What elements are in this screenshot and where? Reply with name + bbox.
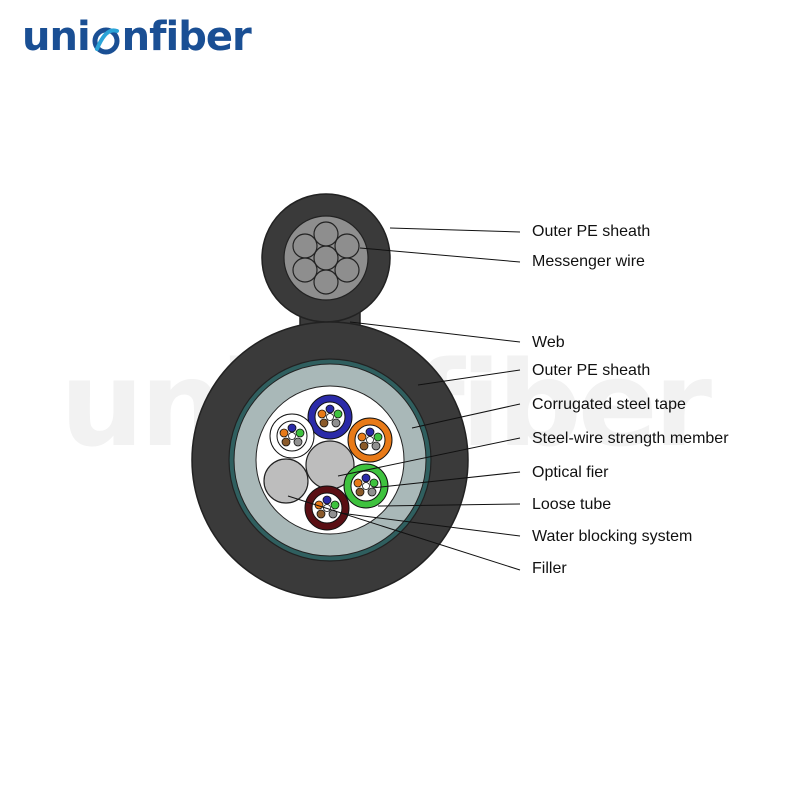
label-water-blocking-system: Water blocking system <box>532 528 693 545</box>
logo-text-start: uni <box>22 14 91 60</box>
logo-o-swirl-icon <box>91 17 121 57</box>
brand-logo: uni nfiber <box>22 8 252 66</box>
messenger-strands <box>292 221 360 295</box>
messenger-strand <box>313 221 339 247</box>
messenger-strand <box>334 257 360 283</box>
leader-steel-wire-strength-member <box>337 437 521 477</box>
leader-loose-tube <box>377 503 521 507</box>
label-outer-pe-sheath-top: Outer PE sheath <box>532 223 651 240</box>
loose-tube-blue <box>307 394 353 440</box>
loose-tube-orange <box>347 417 393 463</box>
leader-filler <box>287 495 521 571</box>
loose-tube-green <box>343 463 389 509</box>
leader-lines <box>287 227 521 571</box>
leader-corrugated-steel-tape <box>411 403 521 429</box>
label-web: Web <box>532 334 565 351</box>
main-cable-unit <box>191 321 469 599</box>
loose-tube-white <box>269 413 315 459</box>
label-filler: Filler <box>532 560 567 577</box>
label-loose-tube: Loose tube <box>532 496 612 513</box>
leader-outer-pe-sheath-top <box>389 227 521 233</box>
messenger-unit <box>261 193 391 346</box>
leader-water-blocking-system <box>339 512 521 537</box>
filler-rod <box>263 458 309 504</box>
messenger-strand <box>313 269 339 295</box>
leader-optical-fiber <box>371 471 521 489</box>
label-messenger-wire: Messenger wire <box>532 253 645 270</box>
label-steel-wire-strength-member: Steel-wire strength member <box>532 430 729 447</box>
messenger-strand <box>313 245 339 271</box>
leader-messenger-wire <box>359 247 521 263</box>
logo-text-end: nfiber <box>121 14 252 60</box>
messenger-strand <box>334 233 360 259</box>
messenger-strand <box>292 257 318 283</box>
leader-web <box>349 321 521 343</box>
leader-outer-pe-sheath <box>417 369 521 386</box>
label-outer-pe-sheath: Outer PE sheath <box>532 362 651 379</box>
label-corrugated-steel-tape: Corrugated steel tape <box>532 396 686 413</box>
label-optical-fiber: Optical fier <box>532 464 609 481</box>
messenger-strand <box>292 233 318 259</box>
